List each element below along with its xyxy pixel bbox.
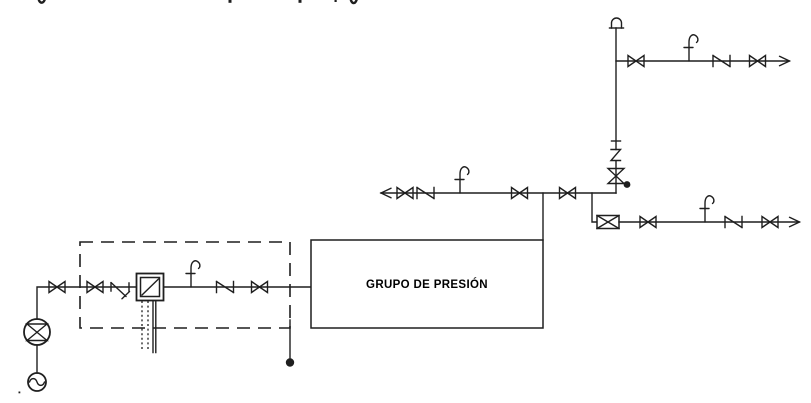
flow-arrow-right-icon: [788, 216, 802, 228]
pressure-group-label: GRUPO DE PRESIÓN: [366, 278, 488, 291]
swing-check-valve-icon: [110, 281, 131, 300]
supply-pipe: [36, 286, 312, 374]
pressure-group-box: [310, 239, 544, 329]
softener-enclosure: [79, 241, 291, 329]
pipe-cap-icon: [608, 17, 625, 29]
drain-point-icon: [285, 358, 295, 367]
air-vent-icon: [683, 34, 699, 62]
valve-drain-dot-icon: [623, 181, 631, 188]
air-vent-icon: [699, 195, 715, 223]
softener-unit-icon: [135, 272, 165, 354]
air-vent-icon: [454, 166, 470, 194]
flex-connector-icon: [596, 214, 620, 230]
line-break-icon: [609, 148, 623, 162]
air-vent-icon: [185, 260, 201, 288]
flow-arrow-left-icon: [379, 187, 392, 199]
supply-source-icon: [27, 372, 47, 392]
flow-arrow-right-icon: [778, 55, 792, 67]
cropped-text-descenders: [18, 0, 358, 394]
water-meter-icon: [23, 318, 51, 346]
lower-outlet-branch-pipe: [591, 192, 598, 223]
